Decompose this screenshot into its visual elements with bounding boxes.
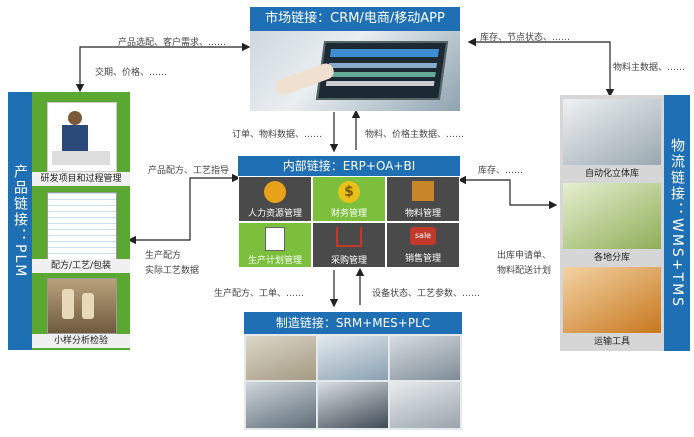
- plm-title: 产品链接：PLM: [12, 163, 28, 279]
- dollar-icon: $: [338, 181, 360, 203]
- plm-item-research: 研发项目和过程管理: [32, 172, 130, 186]
- plm-item-formula: 配方/工艺/包装: [32, 259, 130, 273]
- logistics-item-auto-warehouse: 自动化立体库: [584, 169, 639, 179]
- clipboard-icon: [265, 227, 285, 251]
- plm-panel: 研发项目和过程管理 配方/工艺/包装 小样分析检验: [32, 92, 130, 350]
- logistics-title: 物流链接：WMS+TMS: [669, 137, 685, 309]
- internal-grid: 人力资源管理 $ 财务管理 物料管理 生产计划管理 采购管理 sale 销售管理: [238, 176, 460, 268]
- forklift-image: [563, 267, 661, 333]
- logistics-item-branch: 各地分库: [593, 253, 630, 263]
- label-outbound-request: 出库申请单、: [497, 251, 552, 261]
- branch-warehouse-image: [563, 183, 661, 249]
- label-prod-formula: 生产配方: [145, 251, 182, 261]
- plm-sidebar: 产品链接：PLM: [8, 92, 32, 350]
- arrow-market-logistics: [467, 37, 615, 98]
- spreadsheet-image: [47, 192, 117, 260]
- sale-tag-icon: sale: [410, 227, 436, 245]
- internal-title: 内部链接：ERP+OA+BI: [238, 156, 460, 176]
- arrow-internal-logistics: [457, 175, 558, 210]
- market-title: 市场链接：CRM/电商/移动APP: [250, 7, 460, 31]
- label-actual-process: 实际工艺数据: [145, 266, 200, 276]
- tile-hr: 人力资源管理: [238, 176, 312, 222]
- label-product-select: 产品选配、客户需求、……: [118, 38, 227, 48]
- tile-finance-label: 财务管理: [330, 209, 367, 219]
- label-material-price: 物料、价格主数据、……: [365, 130, 465, 140]
- tile-production-label: 生产计划管理: [247, 256, 302, 266]
- label-prod-formula-order: 生产配方、工单、……: [214, 289, 305, 299]
- label-trade-price: 交期、价格、……: [95, 68, 168, 78]
- label-device-status: 设备状态、工艺参数、……: [372, 289, 481, 299]
- tile-purchase: 采购管理: [312, 222, 386, 268]
- tile-material: 物料管理: [386, 176, 460, 222]
- person-icon: [264, 181, 286, 203]
- logistics-item-transport: 运输工具: [593, 337, 630, 347]
- sample-image: [47, 278, 117, 334]
- dashboard-screen-icon: [315, 41, 449, 100]
- market-image: [250, 31, 460, 111]
- label-stock: 库存、……: [478, 166, 524, 176]
- mfg-machine-3: [390, 336, 460, 380]
- logistics-panel: 自动化立体库 各地分库 运输工具: [560, 95, 664, 351]
- label-stock-node: 库存、节点状态、……: [480, 33, 571, 43]
- warehouse-image: [563, 99, 661, 165]
- label-formula-guide: 产品配方、工艺指导: [148, 166, 230, 176]
- tile-production: 生产计划管理: [238, 222, 312, 268]
- cart-icon: [336, 227, 362, 247]
- label-order-material: 订单、物料数据、……: [232, 130, 323, 140]
- plm-item-sample: 小样分析检验: [32, 334, 130, 348]
- tile-sales: sale 销售管理: [386, 222, 460, 268]
- mfg-image-grid: [244, 334, 462, 430]
- label-material-plan: 物料配送计划: [497, 266, 552, 276]
- research-image: [47, 102, 117, 172]
- tile-purchase-label: 采购管理: [330, 256, 367, 266]
- plc-panel-2: [318, 382, 388, 428]
- plc-panel-3: [390, 382, 460, 428]
- plc-panel-1: [246, 382, 316, 428]
- mfg-machine-2: [318, 336, 388, 380]
- arrow-internal-plm: [127, 173, 241, 245]
- arrow-market-plm: [75, 42, 251, 93]
- tile-hr-label: 人力资源管理: [247, 209, 302, 219]
- box-icon: [412, 181, 434, 201]
- tile-sales-label: 销售管理: [404, 254, 441, 264]
- mfg-machine-1: [246, 336, 316, 380]
- tile-material-label: 物料管理: [404, 209, 441, 219]
- logistics-sidebar: 物流链接：WMS+TMS: [664, 95, 690, 351]
- mfg-title: 制造链接：SRM+MES+PLC: [244, 312, 462, 334]
- tile-finance: $ 财务管理: [312, 176, 386, 222]
- label-material-master-top: 物料主数据、……: [613, 63, 686, 73]
